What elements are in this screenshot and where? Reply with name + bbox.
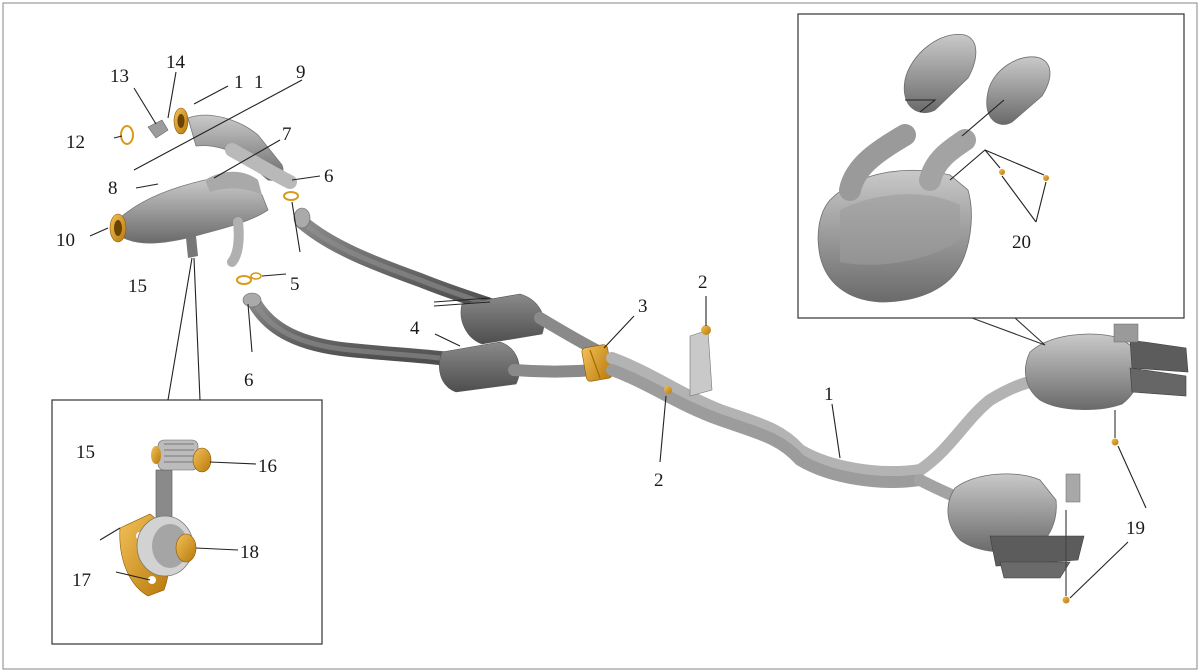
intermediate-pipes xyxy=(242,207,926,488)
callout-7: 7 xyxy=(282,124,292,145)
bolt-19-lower xyxy=(1062,596,1070,604)
rear-muffler-upper xyxy=(1025,333,1142,410)
callout-18: 18 xyxy=(240,542,259,563)
hanger-bolt-2-upper xyxy=(701,325,711,335)
callout-14: 14 xyxy=(166,52,186,73)
resonator-lower xyxy=(439,341,520,393)
resonator-upper xyxy=(460,293,545,345)
callout-6-lower: 6 xyxy=(244,370,254,391)
callout-9: 9 xyxy=(296,62,306,83)
callout-1-top-b: 1 xyxy=(254,72,264,93)
spring-isolator xyxy=(151,439,199,471)
leader-lines xyxy=(89,71,1147,599)
gasket-ring-12 xyxy=(120,125,134,145)
callout-6-upper: 6 xyxy=(324,166,334,187)
callout-16: 16 xyxy=(258,456,277,477)
callout-10: 10 xyxy=(56,230,75,251)
callout-2-lower: 2 xyxy=(654,470,664,491)
bolt-20-a xyxy=(999,169,1005,175)
inset-hanger-detail xyxy=(51,257,323,645)
clamp-3 xyxy=(581,344,613,382)
nut-18 xyxy=(175,533,197,563)
callout-1-main: 1 xyxy=(824,384,834,405)
gasket-5-upper xyxy=(283,191,299,201)
callout-19: 19 xyxy=(1126,518,1145,539)
callout-1-top: 1 xyxy=(234,72,244,93)
callout-15-inset: 15 xyxy=(76,442,95,463)
gasket-5-lower xyxy=(236,275,252,285)
inset-frame-left xyxy=(51,399,323,645)
inset-tailpipe-detail xyxy=(797,13,1185,346)
callout-12: 12 xyxy=(66,132,85,153)
callout-13: 13 xyxy=(110,66,129,87)
callout-20: 20 xyxy=(1012,232,1031,253)
callout-4: 4 xyxy=(410,318,420,339)
bolt-20-b xyxy=(1043,175,1049,181)
bolt-19-upper xyxy=(1111,438,1119,446)
callout-labels: 13 14 1 1 9 12 7 6 8 10 15 5 6 4 3 2 2 1… xyxy=(56,52,1145,591)
callout-5: 5 xyxy=(290,274,300,295)
nut-16 xyxy=(192,447,212,473)
callout-15-main: 15 xyxy=(128,276,147,297)
callout-8: 8 xyxy=(108,178,118,199)
callout-3: 3 xyxy=(638,296,648,317)
callout-2-upper: 2 xyxy=(698,272,708,293)
callout-17: 17 xyxy=(72,570,91,591)
hanger-bolt-2-lower xyxy=(664,386,672,394)
front-catalyst-assembly xyxy=(109,107,299,285)
rear-mufflers xyxy=(914,323,1189,604)
